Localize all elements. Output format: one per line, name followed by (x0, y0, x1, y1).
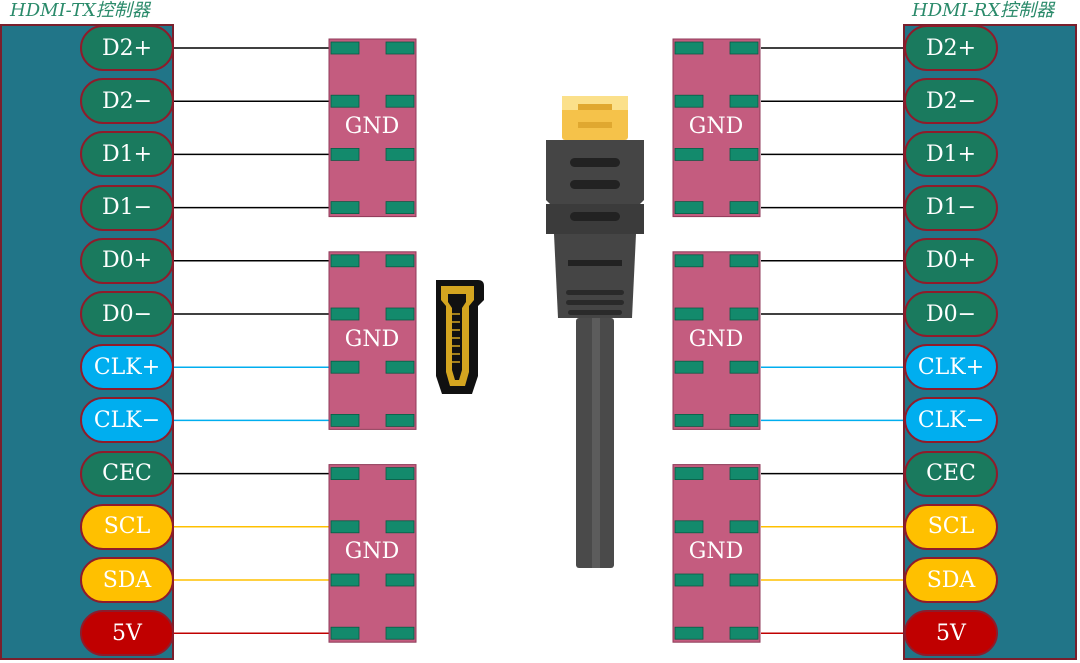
tx-gnd-label-1: GND (344, 326, 400, 352)
rx-gnd-block-0 (672, 38, 761, 218)
tx-gnd-label-2: GND (344, 539, 400, 565)
rx-pin-3: D1− (904, 184, 998, 231)
rx-pin-0: D2+ (904, 25, 998, 71)
tx-pin-1: D2− (80, 78, 174, 125)
tx-pin-8: CEC (80, 450, 174, 497)
rx-pin-1: D2− (904, 78, 998, 125)
tx-pin-7: CLK− (80, 397, 174, 444)
rx-pin-10: SDA (904, 557, 998, 603)
tx-pin-11: 5V (80, 610, 174, 657)
rx-pin-9: SCL (904, 503, 998, 550)
rx-pin-6: CLK+ (904, 344, 998, 391)
hdmi-cable-icon (546, 96, 644, 568)
tx-pin-10: SDA (80, 557, 174, 603)
hdmi-port-icon (436, 280, 484, 394)
rx-pin-4: D0+ (904, 237, 998, 284)
rx-gnd-block-2 (672, 464, 761, 643)
rx-pin-8: CEC (904, 450, 998, 497)
tx-pin-4: D0+ (80, 237, 174, 284)
rx-pin-11: 5V (904, 610, 998, 657)
tx-controller-panel (0, 24, 174, 660)
rx-pin-5: D0− (904, 291, 998, 337)
rx-gnd-label-0: GND (688, 113, 744, 139)
tx-title: HDMI-TX控制器 (10, 0, 150, 21)
rx-pin-7: CLK− (904, 397, 998, 444)
tx-gnd-block-1 (328, 251, 417, 430)
tx-gnd-block-2 (328, 464, 417, 643)
tx-pin-9: SCL (80, 503, 174, 550)
tx-pin-0: D2+ (80, 25, 174, 71)
tx-pin-5: D0− (80, 291, 174, 337)
tx-pin-6: CLK+ (80, 344, 174, 391)
rx-pin-2: D1+ (904, 131, 998, 178)
tx-gnd-label-0: GND (344, 113, 400, 139)
rx-title: HDMI-RX控制器 (912, 0, 1055, 21)
rx-gnd-label-2: GND (688, 539, 744, 565)
rx-gnd-block-1 (672, 251, 761, 430)
rx-gnd-label-1: GND (688, 326, 744, 352)
tx-pin-2: D1+ (80, 131, 174, 178)
rx-controller-panel (903, 24, 1077, 660)
tx-gnd-block-0 (328, 38, 417, 218)
tx-pin-3: D1− (80, 184, 174, 231)
